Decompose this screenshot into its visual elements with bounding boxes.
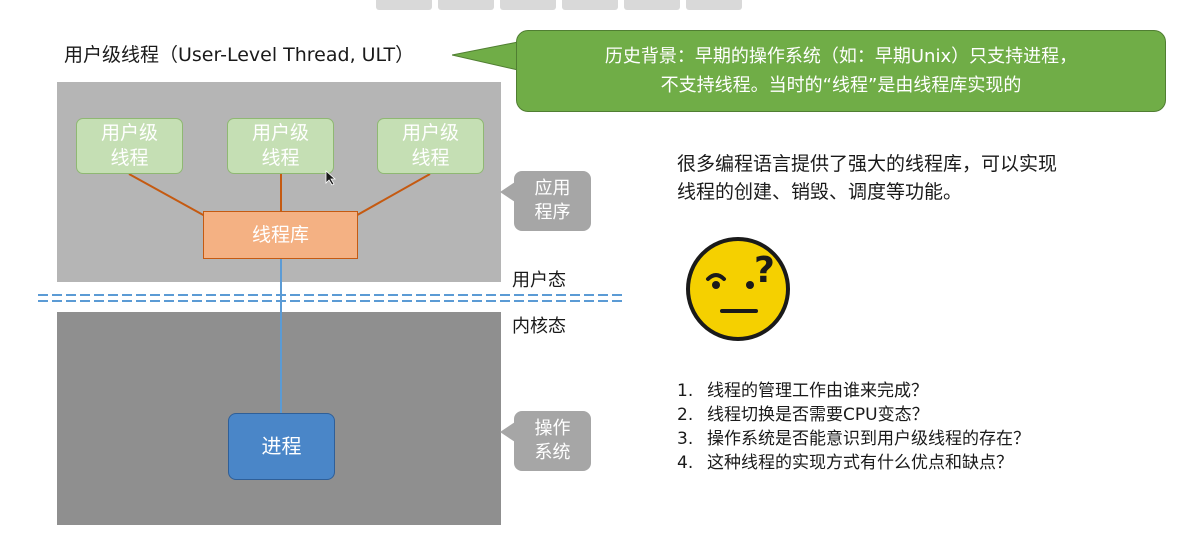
user-level-thread-box-2: 用户级 线程 — [227, 118, 334, 174]
user-mode-label: 用户态 — [512, 270, 566, 291]
question-list: 1.线程的管理工作由谁来完成？ 2.线程切换是否需要CPU变态？ 3.操作系统是… — [677, 379, 1030, 475]
kernel-mode-label: 内核态 — [512, 316, 566, 337]
callout-line-1: 历史背景：早期的操作系统（如：早期Unix）只支持进程， — [604, 46, 1078, 67]
description-text: 很多编程语言提供了强大的线程库，可以实现 线程的创建、销毁、调度等功能。 — [677, 153, 1058, 203]
toolbar-button[interactable] — [376, 0, 432, 10]
process-box: 进程 — [228, 413, 335, 480]
callout-line-2: 不支持线程。当时的“线程”是由线程库实现的 — [660, 75, 1022, 96]
application-tag: 应用 程序 — [514, 171, 591, 231]
slide-title: 用户级线程（User-Level Thread, ULT） — [64, 44, 415, 66]
app-tag-pointer — [500, 182, 515, 202]
thread-library-box: 线程库 — [203, 211, 358, 259]
toolbar-button[interactable] — [624, 0, 680, 10]
user-level-thread-box-1: 用户级 线程 — [76, 118, 183, 174]
list-item: 2.线程切换是否需要CPU变态？ — [677, 405, 929, 425]
toolbar-button[interactable] — [500, 0, 556, 10]
user-level-thread-box-3: 用户级 线程 — [377, 118, 484, 174]
list-item: 4.这种线程的实现方式有什么优点和缺点？ — [677, 453, 1013, 473]
history-callout: 历史背景：早期的操作系统（如：早期Unix）只支持进程， 不支持线程。当时的“线… — [516, 30, 1166, 112]
confused-face-icon: ? — [686, 237, 790, 341]
list-item: 1.线程的管理工作由谁来完成？ — [677, 381, 928, 401]
mouse-cursor-icon — [325, 170, 337, 186]
toolbar-button[interactable] — [438, 0, 494, 10]
toolbar-button[interactable] — [562, 0, 618, 10]
os-tag-pointer — [500, 422, 515, 442]
question-mark-glyph: ? — [754, 250, 775, 291]
operating-system-tag: 操作 系统 — [514, 411, 591, 471]
toolbar-button[interactable] — [686, 0, 742, 10]
list-item: 3.操作系统是否能意识到用户级线程的存在？ — [677, 429, 1030, 449]
